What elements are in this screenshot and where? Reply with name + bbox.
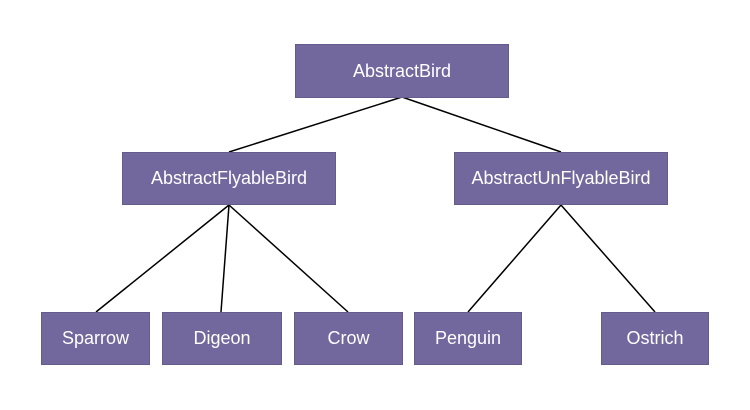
node-abstract-flyable-bird-label: AbstractFlyableBird bbox=[150, 168, 308, 188]
node-abstract-unflyable-bird-label: AbstractUnFlyableBird bbox=[471, 168, 651, 188]
node-abstract-flyable-bird: AbstractFlyableBird bbox=[122, 152, 336, 205]
node-ostrich: Ostrich bbox=[601, 312, 709, 365]
node-sparrow: Sparrow bbox=[41, 312, 150, 365]
node-digeon: Digeon bbox=[162, 312, 282, 365]
node-ostrich-label: Ostrich bbox=[626, 328, 684, 348]
node-abstract-unflyable-bird: AbstractUnFlyableBird bbox=[454, 152, 668, 205]
node-penguin-label: Penguin bbox=[434, 328, 502, 348]
edge-flyable-sparrow bbox=[95, 204, 230, 313]
edge-unflyable-ostrich bbox=[560, 204, 656, 313]
edge-flyable-crow bbox=[228, 204, 349, 313]
node-digeon-label: Digeon bbox=[193, 328, 251, 348]
node-crow-label: Crow bbox=[327, 328, 370, 348]
edge-unflyable-penguin bbox=[467, 204, 562, 313]
node-abstract-bird: AbstractBird bbox=[295, 44, 509, 98]
edge-root-flyable bbox=[228, 96, 403, 153]
node-crow: Crow bbox=[294, 312, 403, 365]
edge-flyable-digeon bbox=[220, 204, 230, 313]
edge-root-unflyable bbox=[401, 96, 562, 153]
node-abstract-bird-label: AbstractBird bbox=[352, 60, 452, 81]
node-penguin: Penguin bbox=[414, 312, 522, 365]
node-sparrow-label: Sparrow bbox=[61, 328, 130, 348]
